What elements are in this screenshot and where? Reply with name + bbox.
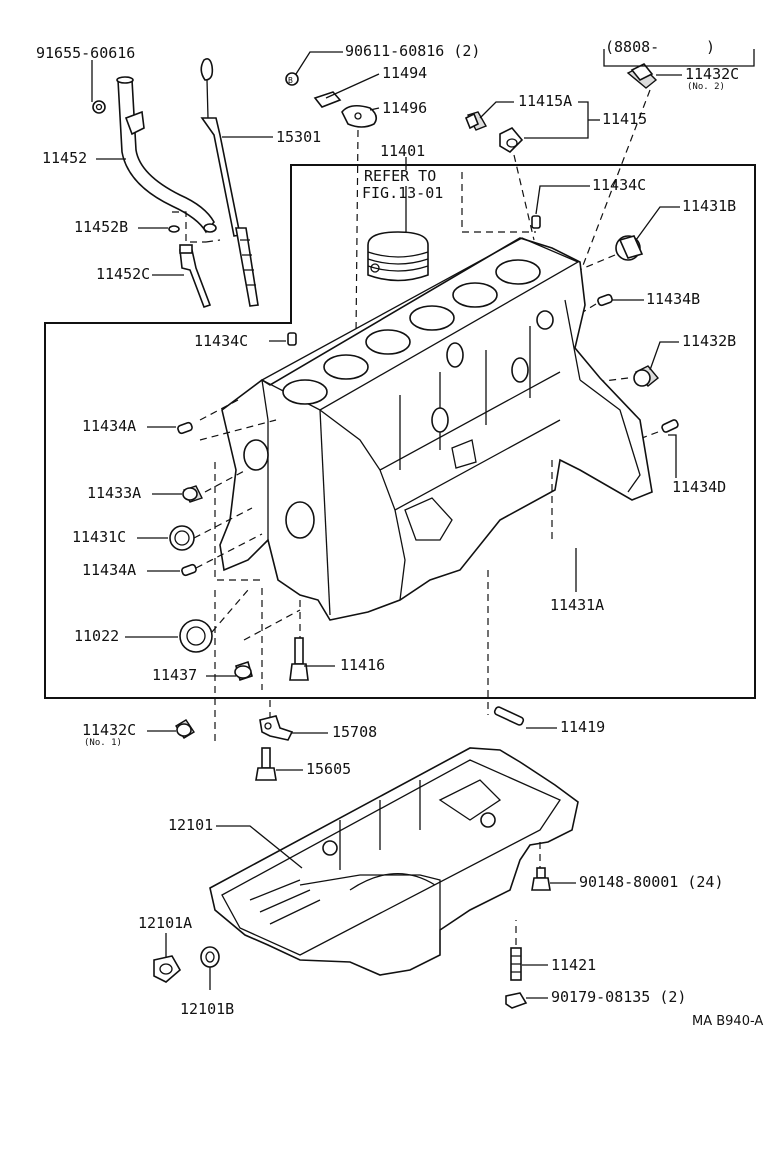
plug-11431b xyxy=(615,235,644,261)
label-11432c-no1: 11432C xyxy=(82,721,136,739)
bolt-15605 xyxy=(255,747,277,781)
label-11433a: 11433A xyxy=(87,484,141,502)
pin-11434b xyxy=(597,293,613,307)
plug-11432b xyxy=(633,365,659,387)
label-11401: 11401 xyxy=(380,142,425,160)
label-11434a-upper: 11434A xyxy=(82,417,136,435)
cylinder-block xyxy=(219,237,653,621)
bolt-90148-80001 xyxy=(531,867,551,891)
bracket-15708 xyxy=(259,715,294,741)
label-12101: 12101 xyxy=(168,816,213,834)
label-12101a: 12101A xyxy=(138,914,192,932)
label-90179-08135: 90179-08135 (2) xyxy=(551,988,686,1006)
pin-11434c-left xyxy=(287,332,297,346)
label-11434d: 11434D xyxy=(672,478,726,496)
gasket-11496 xyxy=(341,104,378,128)
label-15301: 15301 xyxy=(276,128,321,146)
label-refer-to: REFER TO xyxy=(364,167,436,185)
plug-11431c xyxy=(169,525,195,551)
label-8808: (8808- xyxy=(605,38,659,56)
plug-11433a xyxy=(182,485,203,503)
gasket-12101b xyxy=(200,946,220,968)
plate-11494 xyxy=(313,91,342,108)
oil-level-gauge-guide-11452 xyxy=(116,76,217,234)
label-11431c: 11431C xyxy=(72,528,126,546)
label-12101b: 12101B xyxy=(180,1000,234,1018)
label-11452: 11452 xyxy=(42,149,87,167)
label-11434a-lower: 11434A xyxy=(82,561,136,579)
bolt-91655-60616 xyxy=(92,100,106,114)
label-11421: 11421 xyxy=(551,956,596,974)
label-11431a: 11431A xyxy=(550,596,604,614)
oil-seal-11022 xyxy=(179,619,213,653)
plug-11434c-top xyxy=(531,215,541,229)
stud-11419 xyxy=(493,706,525,726)
stud-11421 xyxy=(510,947,522,981)
label-11415: 11415 xyxy=(602,110,647,128)
o-ring-11452b xyxy=(168,225,180,233)
piston-reference xyxy=(367,231,429,282)
pin-11434a-upper xyxy=(177,421,193,435)
leader-lines xyxy=(91,49,755,999)
label-15605: 15605 xyxy=(306,760,351,778)
label-11022: 11022 xyxy=(74,627,119,645)
plug-11415 xyxy=(499,127,524,154)
label-11437: 11437 xyxy=(152,666,197,684)
oil-pan-12101 xyxy=(209,747,579,976)
label-11494: 11494 xyxy=(382,64,427,82)
label-11496: 11496 xyxy=(382,99,427,117)
label-no2: (No. 2) xyxy=(687,82,725,92)
label-11419: 11419 xyxy=(560,718,605,736)
label-11452c: 11452C xyxy=(96,265,150,283)
drain-plug-12101a xyxy=(153,955,182,983)
nut-90179-08135 xyxy=(505,992,528,1009)
label-90148-80001: 90148-80001 (24) xyxy=(579,873,724,891)
gauge-guide-adapter-11452c xyxy=(179,244,212,309)
pin-11434d xyxy=(661,419,679,433)
bolt-90611-60816: B xyxy=(285,72,299,86)
plug-11415a xyxy=(464,111,488,131)
label-8808-close: ) xyxy=(706,38,715,56)
figure-code: MA B940-A xyxy=(692,1014,763,1029)
label-11416: 11416 xyxy=(340,656,385,674)
part-labels: 91655-60616 11452 11452B 11452C 90611-60… xyxy=(36,38,763,1029)
pin-11434a-lower xyxy=(181,563,197,577)
label-90611-60816: 90611-60816 (2) xyxy=(345,42,480,60)
label-no1: (No. 1) xyxy=(84,738,122,748)
label-11434c-left: 11434C xyxy=(194,332,248,350)
label-11434c-top: 11434C xyxy=(592,176,646,194)
bolt-11416 xyxy=(289,637,309,681)
label-15708: 15708 xyxy=(332,723,377,741)
label-11452b: 11452B xyxy=(74,218,128,236)
label-fig-13-01: FIG.13-01 xyxy=(362,184,443,202)
label-91655-60616: 91655-60616 xyxy=(36,44,135,62)
block-reference-frame xyxy=(44,164,756,699)
label-11431b: 11431B xyxy=(682,197,736,215)
label-11434b: 11434B xyxy=(646,290,700,308)
drain-cock-11437 xyxy=(234,660,253,682)
label-11415a: 11415A xyxy=(518,92,572,110)
oil-level-gauge-15301 xyxy=(200,58,259,307)
plug-11432c-no1 xyxy=(175,719,195,739)
label-11432b: 11432B xyxy=(682,332,736,350)
label-11432c-no2: 11432C xyxy=(685,65,739,83)
plug-11432c-no2 xyxy=(626,62,658,89)
svg-text:B: B xyxy=(288,76,293,85)
